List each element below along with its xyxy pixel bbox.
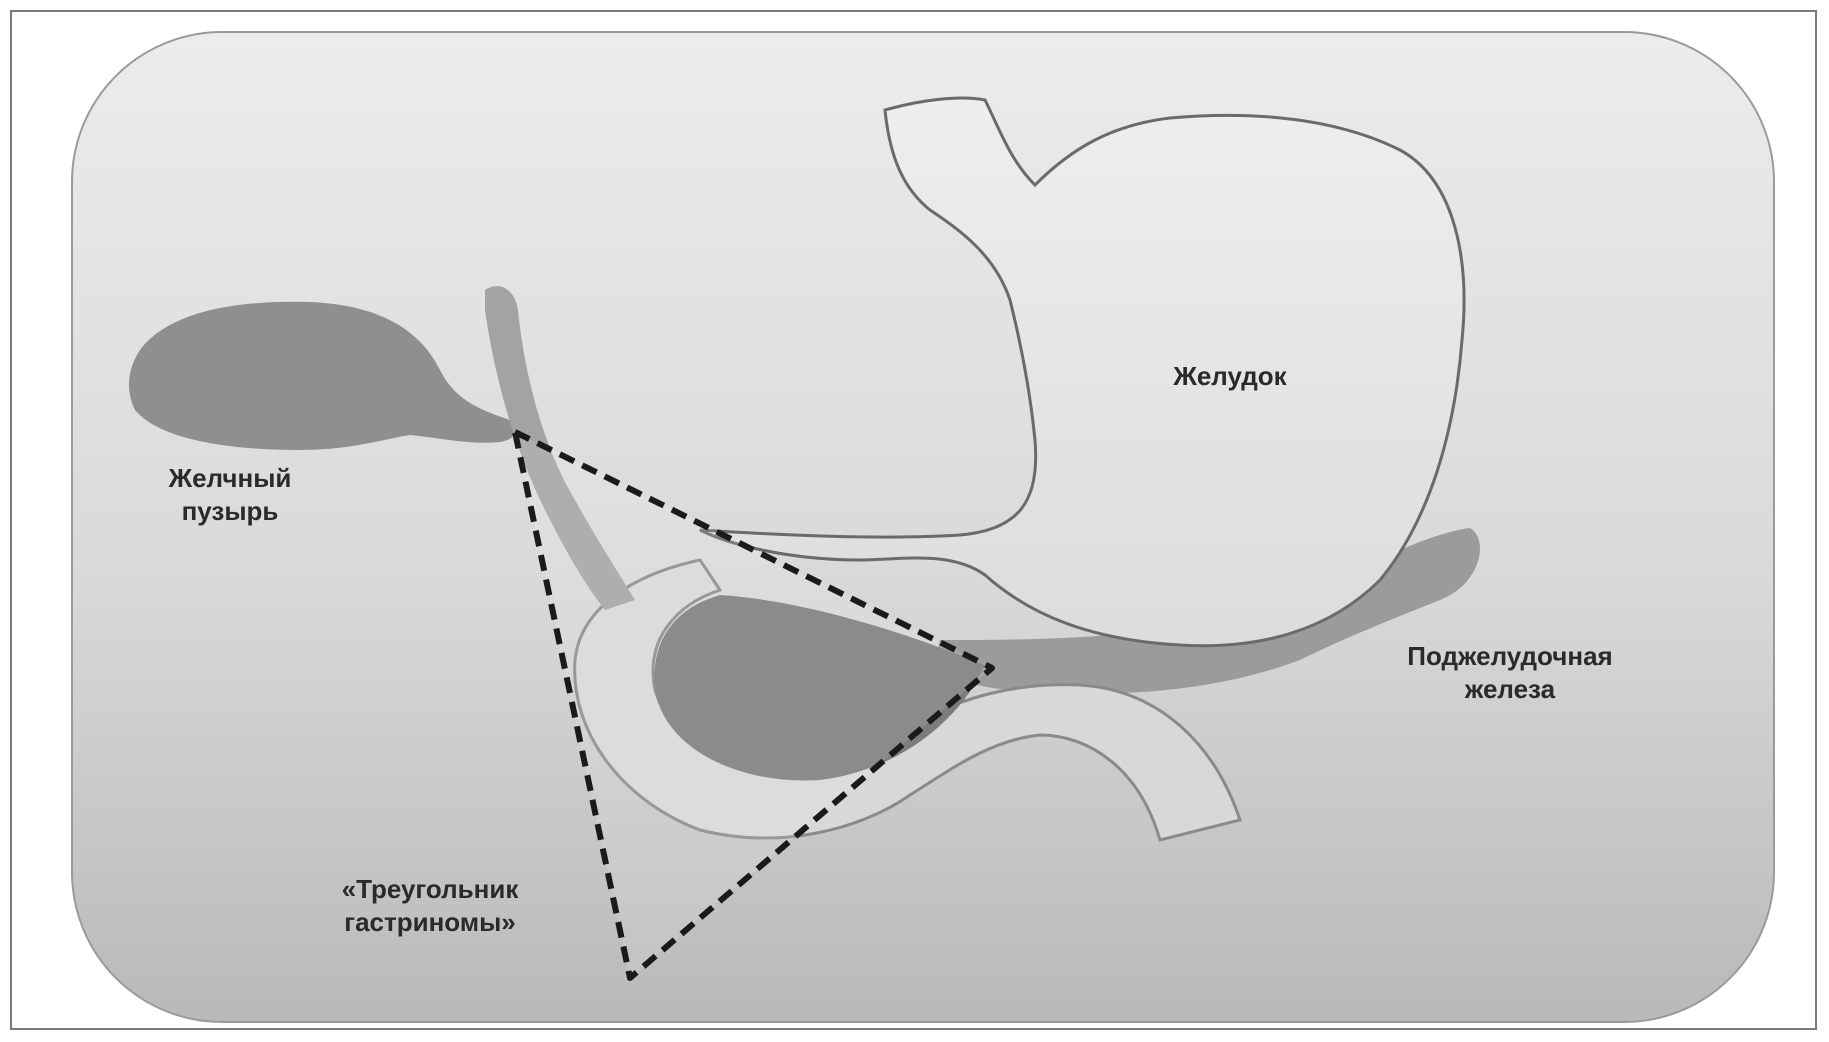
label-gallbladder-line1: Желчный <box>105 462 355 495</box>
label-pancreas-line2: железа <box>1320 673 1700 706</box>
label-pancreas: Поджелудочная железа <box>1320 640 1700 705</box>
label-triangle-line2: гастриномы» <box>265 906 595 939</box>
label-gallbladder: Желчный пузырь <box>105 462 355 527</box>
label-stomach-text: Желудок <box>1173 361 1286 391</box>
label-stomach: Желудок <box>1100 360 1360 393</box>
label-pancreas-line1: Поджелудочная <box>1320 640 1700 673</box>
label-gastrinoma-triangle: «Треугольник гастриномы» <box>265 873 595 938</box>
label-gallbladder-line2: пузырь <box>105 495 355 528</box>
label-triangle-line1: «Треугольник <box>265 873 595 906</box>
